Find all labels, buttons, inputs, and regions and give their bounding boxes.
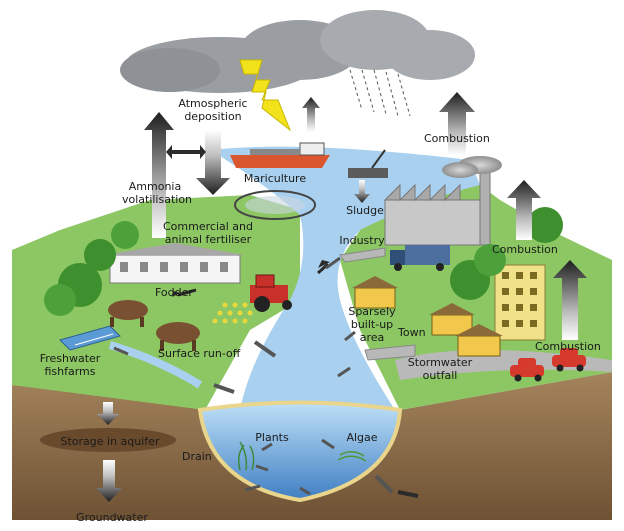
label-freshwater-line1: Freshwater — [40, 352, 101, 365]
label-atmospheric-deposition-line1: Atmospheric — [178, 97, 247, 110]
label-sparsely-line2: built-up — [351, 318, 393, 331]
label-sparsely-line3: area — [360, 331, 385, 344]
label-commercial-fertiliser-line2: animal fertiliser — [165, 233, 252, 246]
label-combustion-lower: Combustion — [535, 340, 601, 353]
rain-icon — [350, 70, 410, 116]
label-fodder: Fodder — [155, 286, 193, 299]
label-industry: Industry — [339, 234, 385, 247]
label-sparsely-line1: Sparsely — [348, 305, 396, 318]
cloud-icon — [120, 10, 475, 93]
label-stormwater-line1: Stormwater — [408, 356, 473, 369]
apartment-building-icon — [495, 265, 545, 340]
label-stormwater-line2: outfall — [423, 369, 458, 382]
label-atmospheric-deposition-line2: deposition — [184, 110, 241, 123]
label-combustion-mid: Combustion — [492, 243, 558, 256]
label-ammonia-line1: Ammonia — [129, 180, 181, 193]
label-plants: Plants — [255, 431, 289, 444]
label-commercial-fertiliser-line1: Commercial and — [163, 220, 253, 233]
label-surface-runoff: Surface run-off — [158, 347, 241, 360]
label-mariculture: Mariculture — [244, 172, 306, 185]
label-storage-in-aquifer: Storage in aquifer — [61, 435, 160, 448]
label-combustion-top: Combustion — [424, 132, 490, 145]
label-drain: Drain — [182, 450, 212, 463]
label-ammonia-line2: volatilisation — [122, 193, 192, 206]
label-groundwater: Groundwater — [76, 511, 148, 524]
label-town: Town — [397, 326, 426, 339]
label-sludge: Sludge — [346, 204, 384, 217]
label-freshwater-line2: fishfarms — [44, 365, 95, 378]
label-algae: Algae — [346, 431, 377, 444]
